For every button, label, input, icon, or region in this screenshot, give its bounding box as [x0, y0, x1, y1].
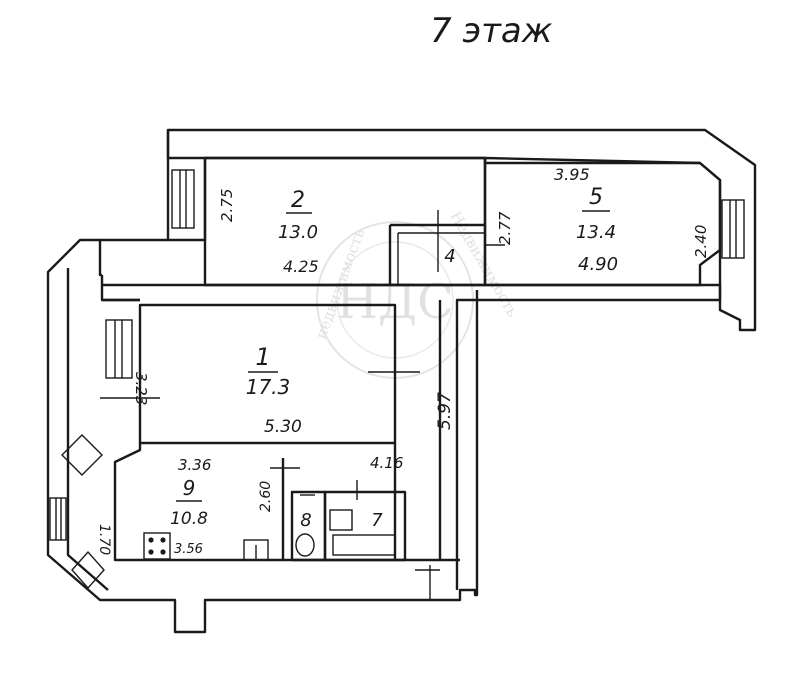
window-room5 — [721, 199, 745, 259]
room-9-area: 10.8 — [170, 509, 208, 529]
dimension-labels: 2.75 4.25 3.95 2.77 2.40 4.90 3.23 5.30 … — [96, 165, 710, 557]
bathroom-block — [290, 480, 407, 562]
dim-bath-width: 4.16 — [370, 454, 403, 472]
room-5-area: 13.4 — [576, 222, 616, 243]
window-room2 — [171, 169, 195, 229]
room-2-number: 2 — [291, 188, 305, 213]
dim-hall-height: 2.60 — [258, 481, 274, 512]
dim-room5-width: 4.90 — [578, 254, 618, 275]
window-room1 — [105, 319, 133, 379]
room-1-area: 17.3 — [246, 375, 291, 399]
room-1 — [138, 303, 397, 445]
outer-walls — [46, 128, 757, 634]
dim-room2-width: 4.25 — [283, 257, 319, 276]
dim-room5-top: 3.95 — [554, 165, 590, 184]
stove-icon — [143, 532, 171, 560]
dim-room9-bottom: 3.56 — [174, 542, 203, 557]
room-5-number: 5 — [589, 185, 603, 210]
dim-room1-width: 5.30 — [264, 417, 302, 437]
dim-room9-side: 1.70 — [96, 524, 112, 555]
room-2-area: 13.0 — [278, 222, 318, 243]
dim-room2-height: 2.75 — [218, 189, 236, 222]
room-8-number: 8 — [300, 510, 311, 531]
dim-room1-height: 3.23 — [132, 372, 150, 405]
dim-room5-right: 2.40 — [692, 225, 710, 258]
room-9-number: 9 — [183, 476, 196, 500]
door-marks — [100, 210, 505, 600]
dim-room5-left: 2.77 — [496, 211, 514, 245]
window-room9 — [49, 434, 105, 590]
dim-corridor-length: 5.97 — [435, 392, 455, 430]
room-1-number: 1 — [255, 343, 270, 371]
room-7-number: 7 — [371, 510, 383, 531]
sink-icon — [243, 539, 269, 561]
dim-room9-top: 3.36 — [178, 456, 211, 474]
floor-title: 7 этаж — [430, 11, 553, 51]
room-4-number: 4 — [444, 246, 455, 267]
room-labels: 2 13.0 5 13.4 1 17.3 9 10.8 4 8 7 — [170, 185, 616, 531]
